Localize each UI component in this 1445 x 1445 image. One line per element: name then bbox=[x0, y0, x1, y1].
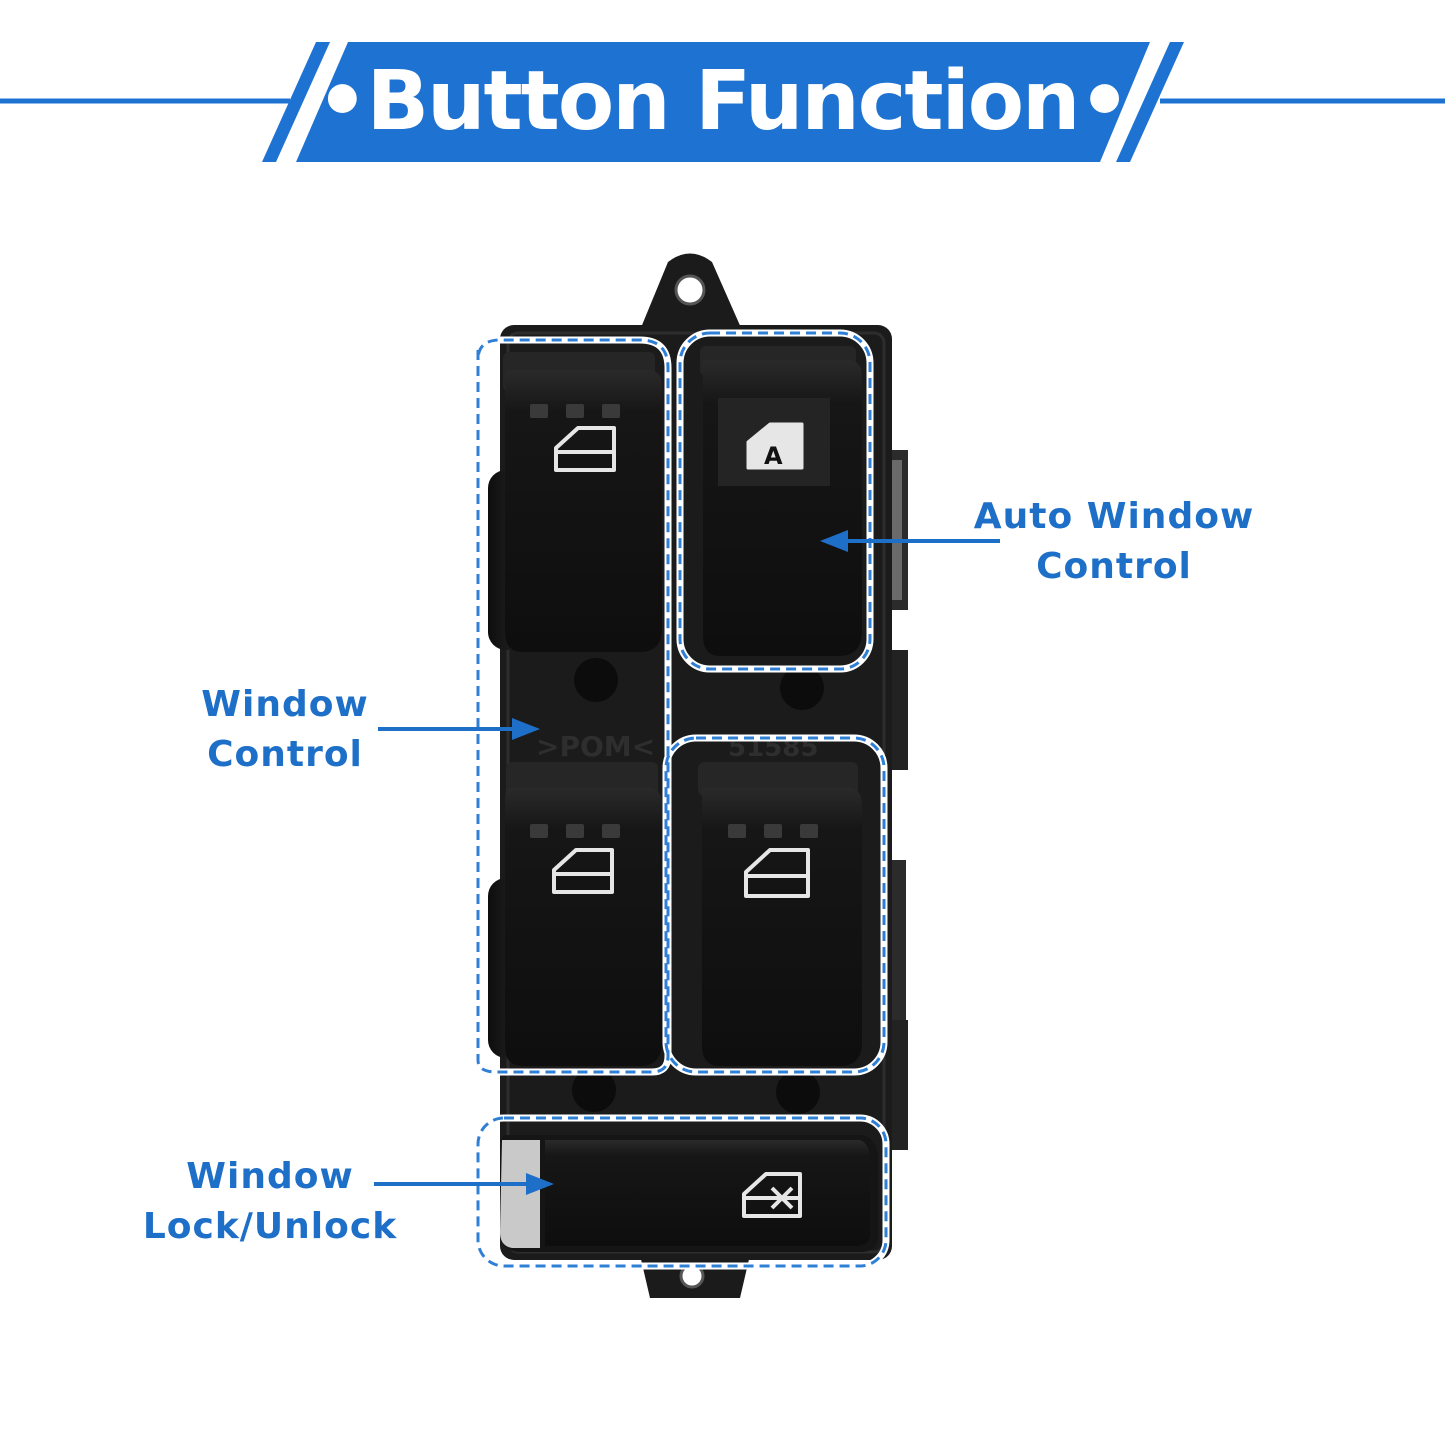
window-icon bbox=[744, 848, 810, 898]
auto-window-callout-line2: Control bbox=[1036, 546, 1192, 587]
window-control-callout-line1: Window bbox=[201, 684, 369, 725]
window-control-outline bbox=[476, 338, 670, 1074]
banner-left-stripe bbox=[262, 42, 330, 162]
window-control-callout: Window Control bbox=[150, 680, 420, 780]
auto-window-callout-line1: Auto Window bbox=[973, 496, 1255, 537]
window-icon bbox=[554, 426, 616, 472]
top-mount-tab bbox=[640, 253, 742, 330]
auto-window-callout: Auto Window Control bbox=[964, 492, 1264, 592]
highlight-outlines bbox=[476, 331, 888, 1268]
window-button-front-left[interactable] bbox=[488, 352, 662, 652]
imprint-pom: >POM< bbox=[536, 730, 655, 763]
top-screw-hole bbox=[674, 274, 706, 306]
banner-right-stripe bbox=[1116, 42, 1184, 162]
rear-right-outline bbox=[664, 736, 886, 1074]
auto-window-icon: A bbox=[746, 422, 804, 470]
window-button-rear-right[interactable] bbox=[698, 762, 862, 1066]
window-control-callout-line2: Control bbox=[207, 734, 363, 775]
window-lock-outline bbox=[476, 1116, 888, 1268]
window-lock-callout-line1: Window bbox=[186, 1156, 354, 1197]
banner-plate bbox=[296, 42, 1150, 162]
window-button-rear-left[interactable] bbox=[488, 762, 662, 1066]
auto-window-button[interactable]: A bbox=[700, 346, 862, 656]
window-lock-icon bbox=[742, 1172, 802, 1218]
window-icon bbox=[552, 848, 614, 894]
banner-title: •Button Function• bbox=[316, 53, 1131, 149]
window-lock-button[interactable] bbox=[500, 1135, 878, 1252]
bottom-mount-tab bbox=[640, 1255, 750, 1298]
banner bbox=[0, 42, 1445, 162]
auto-badge-letter: A bbox=[764, 442, 783, 470]
window-lock-callout: Window Lock/Unlock bbox=[110, 1152, 430, 1252]
panel-holes bbox=[572, 658, 824, 1114]
window-lock-callout-line2: Lock/Unlock bbox=[142, 1206, 398, 1247]
auto-window-outline bbox=[678, 331, 872, 671]
callout-arrows bbox=[374, 530, 1000, 1195]
